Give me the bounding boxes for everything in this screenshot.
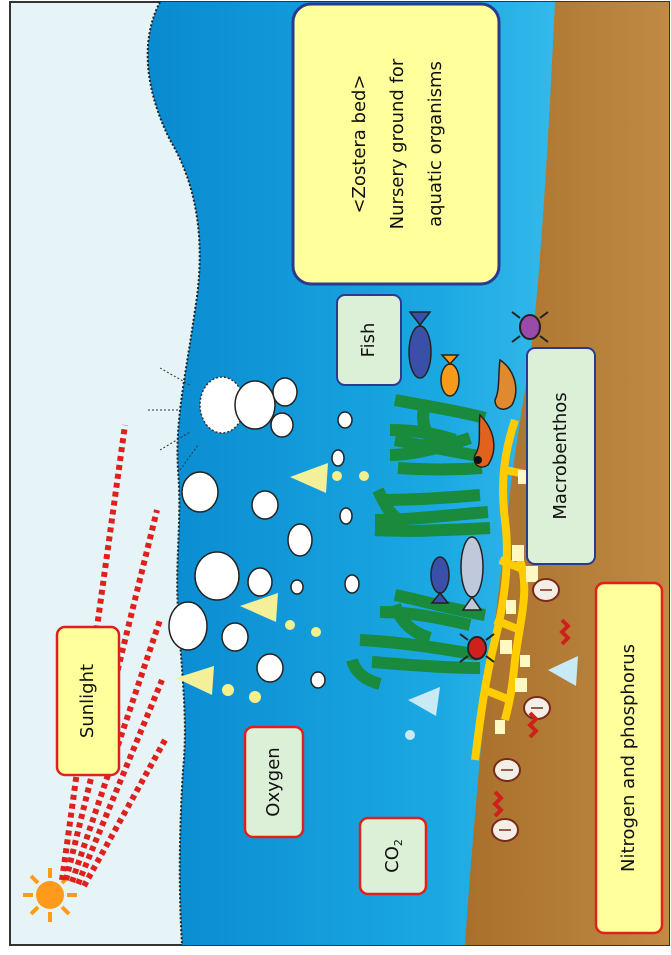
nutrients-label: Nitrogen and phosphorus: [618, 644, 639, 872]
zostera-title: <Zostera bed>: [349, 74, 370, 213]
fish-label: Fish: [358, 323, 379, 358]
nutrient-dot: [405, 730, 415, 740]
zostera-line2: Nursery ground for: [387, 58, 408, 229]
zostera-line3: aquatic organisms: [425, 61, 446, 227]
macrobenthos-label: Macrobenthos: [550, 392, 571, 519]
sunlight-label: Sunlight: [77, 664, 98, 738]
oxygen-label: Oxygen: [263, 747, 284, 816]
